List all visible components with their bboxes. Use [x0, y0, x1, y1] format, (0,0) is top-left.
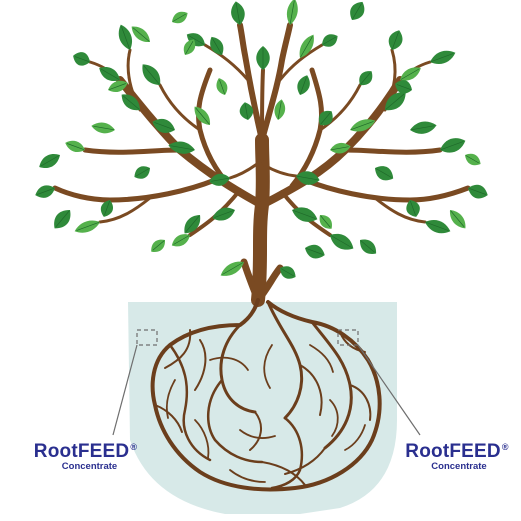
registered-mark-left: ®	[130, 442, 137, 452]
product-type-right: Concentrate	[398, 462, 516, 472]
leaf	[346, 0, 368, 23]
rootfeed-label-left: RootFEED® Concentrate	[18, 442, 153, 472]
registered-mark-right: ®	[502, 442, 509, 452]
brand-name-right: RootFEED	[405, 441, 501, 462]
brand-name-left: RootFEED	[34, 441, 130, 462]
rootfeed-label-right: RootFEED® Concentrate	[398, 442, 516, 472]
product-type-left: Concentrate	[18, 462, 153, 472]
